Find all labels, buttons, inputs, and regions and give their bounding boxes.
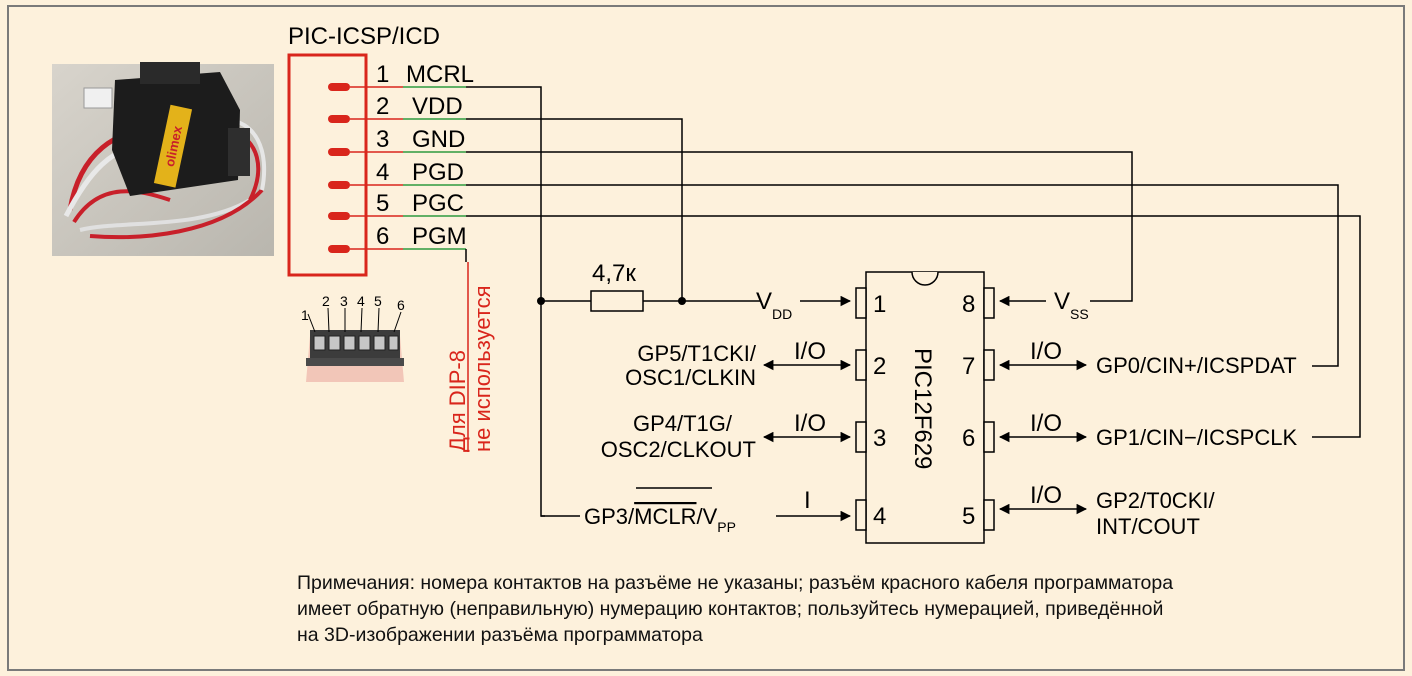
header-3d bbox=[306, 307, 404, 382]
resistor bbox=[590, 290, 644, 312]
pin-6-number: 6 bbox=[376, 223, 389, 250]
gp3-label: GP3/MCLR/VPP bbox=[584, 504, 736, 535]
gp5-label-line1: GP5/T1CKI/ bbox=[637, 341, 756, 366]
connector-title: PIC-ICSP/ICD bbox=[288, 23, 440, 50]
pin-4-number: 4 bbox=[376, 159, 389, 186]
pin-1-name: MCRL bbox=[406, 61, 474, 88]
ic-name: PIC12F629 bbox=[909, 348, 936, 469]
resistor-value: 4,7к bbox=[592, 260, 636, 287]
io-label-pin6: I/O bbox=[1030, 410, 1062, 437]
dip8-note-line1: Для DIP-8 bbox=[445, 350, 470, 452]
ic-pin-8: 8 bbox=[962, 291, 975, 318]
pin-2-number: 2 bbox=[376, 93, 389, 120]
gp3-suffix: /V bbox=[696, 504, 717, 529]
ic-pin-1: 1 bbox=[873, 291, 886, 318]
ic-pin-6: 6 bbox=[962, 425, 975, 452]
programmer-photo: olimex bbox=[52, 62, 274, 256]
pin-2-name: VDD bbox=[412, 93, 463, 120]
gp1-label: GP1/CIN−/ICSPCLK bbox=[1096, 425, 1297, 450]
header-pin-6: 6 bbox=[397, 297, 405, 313]
gp4-label-line2: OSC2/CLKOUT bbox=[601, 437, 756, 462]
gp2-label-line2: INT/COUT bbox=[1096, 514, 1200, 539]
pin-name-underlines bbox=[403, 86, 466, 250]
io-label-pin7: I/O bbox=[1030, 338, 1062, 365]
input-label-pin4: I bbox=[804, 487, 811, 514]
vss-main: V bbox=[1054, 288, 1070, 315]
pin-5-number: 5 bbox=[376, 190, 389, 217]
pin-1-number: 1 bbox=[376, 61, 389, 88]
ic-pin-7: 7 bbox=[962, 353, 975, 380]
ic-pin-3: 3 bbox=[873, 425, 886, 452]
ic-pin-4: 4 bbox=[873, 503, 886, 530]
gp3-prefix: GP3/ bbox=[584, 504, 635, 529]
io-label-pin2: I/O bbox=[794, 338, 826, 365]
ic-package bbox=[855, 271, 995, 544]
gp0-label: GP0/CIN+/ICSPDAT bbox=[1096, 353, 1297, 378]
connector-red-leads bbox=[350, 86, 403, 250]
header-pin-4: 4 bbox=[357, 293, 365, 309]
vss-subscript: SS bbox=[1070, 306, 1089, 322]
footnote-line-3: на 3D-изображении разъёма программатора bbox=[297, 624, 703, 646]
gp2-label-line1: GP2/T0CKI/ bbox=[1096, 488, 1215, 513]
header-pin-3: 3 bbox=[340, 293, 348, 309]
signal-arrows bbox=[762, 295, 1088, 522]
pin-6-name: PGM bbox=[412, 223, 467, 250]
outer-frame bbox=[7, 5, 1405, 671]
junction-dot-left bbox=[537, 297, 545, 305]
header-pin-2: 2 bbox=[322, 293, 330, 309]
header-pin-5: 5 bbox=[374, 293, 382, 309]
junction-dot-right bbox=[678, 297, 686, 305]
gp4-label-line1: GP4/T1G/ bbox=[633, 411, 733, 436]
footnote-line-2: имеет обратную (неправильную) нумерацию … bbox=[297, 598, 1164, 620]
vdd-subscript: DD bbox=[772, 306, 792, 322]
vss-label: VSS bbox=[1054, 288, 1089, 322]
io-label-pin3: I/O bbox=[794, 410, 826, 437]
pin-5-name: PGC bbox=[412, 190, 464, 217]
connector-box bbox=[287, 53, 368, 277]
pin-3-number: 3 bbox=[376, 126, 389, 153]
ic-pin-5: 5 bbox=[962, 503, 975, 530]
footnote: Примечания: номера контактов на разъёме … bbox=[297, 570, 1357, 648]
gp3-subscript: PP bbox=[717, 519, 736, 535]
dip8-note-line2: не используется bbox=[470, 285, 495, 452]
header-pin-1: 1 bbox=[301, 307, 309, 323]
connector-pin-stubs bbox=[328, 83, 350, 253]
vdd-main: V bbox=[756, 288, 772, 315]
footnote-line-1: Примечания: номера контактов на разъёме … bbox=[297, 572, 1174, 594]
pin-3-name: GND bbox=[412, 126, 465, 153]
io-label-pin5: I/O bbox=[1030, 482, 1062, 509]
pin-4-name: PGD bbox=[412, 159, 464, 186]
gp5-label-line2: OSC1/CLKIN bbox=[625, 365, 756, 390]
vdd-label: VDD bbox=[756, 288, 792, 322]
gp3-mclr-overline: MCLR bbox=[634, 504, 696, 529]
ic-pin-2: 2 bbox=[873, 353, 886, 380]
